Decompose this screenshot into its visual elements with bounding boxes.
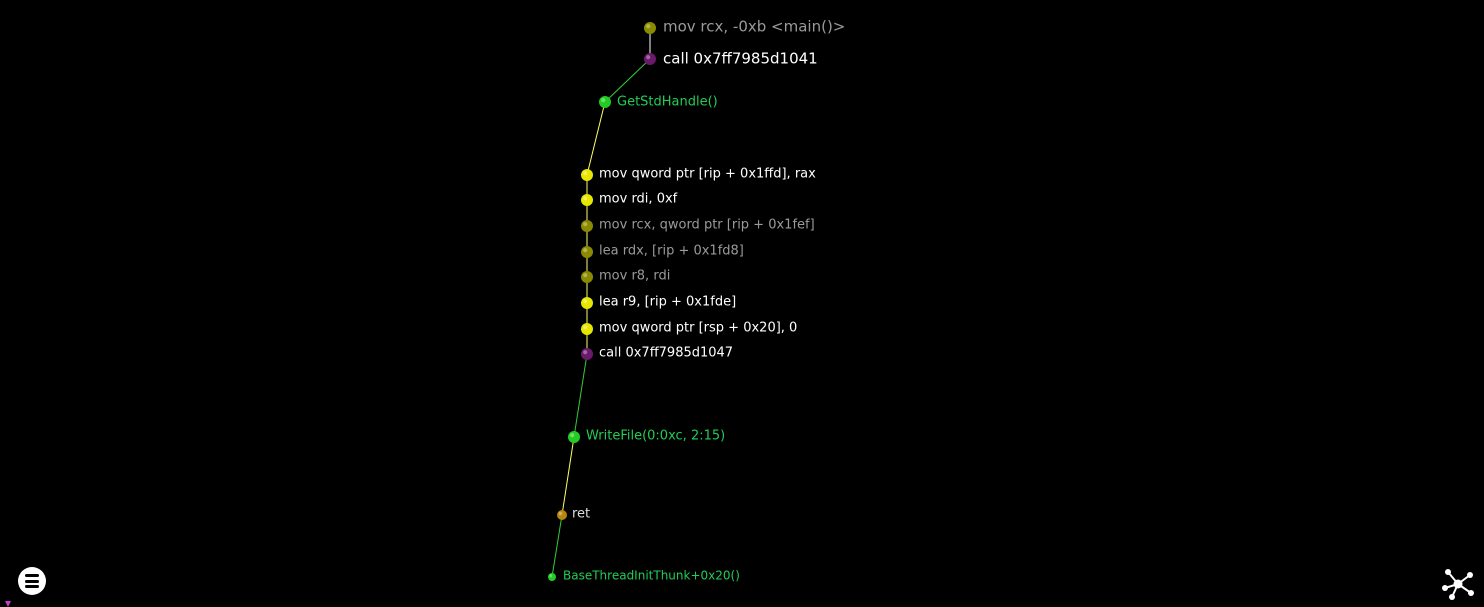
node-dot-highlight xyxy=(583,325,588,330)
node-label: call 0x7ff7985d1047 xyxy=(599,346,733,361)
node-label: WriteFile(0:0xc, 2:15) xyxy=(586,429,725,444)
node-dot-highlight xyxy=(583,171,588,176)
node-label: mov rcx, -0xb <main()> xyxy=(663,18,845,36)
node-dot[interactable] xyxy=(581,246,593,258)
graph-edge xyxy=(586,101,606,176)
node-label: BaseThreadInitThunk+0x20() xyxy=(563,569,740,583)
hamburger-menu-icon xyxy=(25,574,39,577)
node-dot-highlight xyxy=(646,55,651,60)
node-dot-highlight xyxy=(549,574,553,578)
node-dot[interactable] xyxy=(557,510,567,520)
node-dot[interactable] xyxy=(581,348,593,360)
node-label: mov r8, rdi xyxy=(599,269,670,284)
node-dot-highlight xyxy=(583,248,588,253)
graph-node[interactable]: GetStdHandle() xyxy=(599,95,718,110)
graph-node[interactable]: mov qword ptr [rsp + 0x20], 0 xyxy=(581,321,797,336)
menu-button[interactable] xyxy=(18,567,46,595)
graph-node[interactable]: WriteFile(0:0xc, 2:15) xyxy=(568,429,725,444)
graph-node[interactable]: call 0x7ff7985d1041 xyxy=(644,50,818,68)
node-dot-highlight xyxy=(570,433,575,438)
node-dot[interactable] xyxy=(581,194,593,206)
graph-node[interactable]: ret xyxy=(557,507,590,522)
node-label: mov qword ptr [rip + 0x1ffd], rax xyxy=(599,167,816,182)
node-dot[interactable] xyxy=(581,323,593,335)
graph-node[interactable]: lea rdx, [rip + 0x1fd8] xyxy=(581,244,744,259)
node-label: call 0x7ff7985d1041 xyxy=(663,50,818,68)
nodes-layer: mov rcx, -0xb <main()> call 0x7ff7985d104… xyxy=(548,18,845,583)
node-dot-highlight xyxy=(646,24,651,29)
graph-node[interactable]: mov r8, rdi xyxy=(581,269,670,284)
node-label: mov qword ptr [rsp + 0x20], 0 xyxy=(599,321,797,336)
graph-edge xyxy=(604,58,651,103)
node-dot[interactable] xyxy=(581,220,593,232)
node-dot-highlight xyxy=(583,222,588,227)
node-label: mov rdi, 0xf xyxy=(599,192,678,207)
graph-edge xyxy=(561,436,575,516)
node-label: mov rcx, qword ptr [rip + 0x1fef] xyxy=(599,218,815,233)
node-dot-highlight xyxy=(558,511,563,516)
node-dot-highlight xyxy=(583,273,588,278)
node-dot[interactable] xyxy=(568,431,580,443)
node-dot[interactable] xyxy=(644,22,656,34)
node-dot-highlight xyxy=(601,98,606,103)
node-dot[interactable] xyxy=(548,573,556,581)
graph-edge xyxy=(573,353,588,438)
node-dot[interactable] xyxy=(581,271,593,283)
graph-edge xyxy=(551,514,563,578)
node-label: ret xyxy=(572,507,590,522)
graph-node[interactable]: mov rdi, 0xf xyxy=(581,192,678,207)
node-label: lea rdx, [rip + 0x1fd8] xyxy=(599,244,744,259)
node-dot[interactable] xyxy=(644,53,656,65)
graph-node[interactable]: BaseThreadInitThunk+0x20() xyxy=(548,569,740,583)
node-dot[interactable] xyxy=(581,297,593,309)
graph-node[interactable]: mov rcx, -0xb <main()> xyxy=(644,18,845,36)
graph-node[interactable]: lea r9, [rip + 0x1fde] xyxy=(581,295,736,310)
node-label: lea r9, [rip + 0x1fde] xyxy=(599,295,736,310)
graph-node[interactable]: mov qword ptr [rip + 0x1ffd], rax xyxy=(581,167,816,182)
node-dot[interactable] xyxy=(599,96,611,108)
graph-node[interactable]: mov rcx, qword ptr [rip + 0x1fef] xyxy=(581,218,815,233)
graph-node[interactable]: call 0x7ff7985d1047 xyxy=(581,346,733,361)
node-dot[interactable] xyxy=(581,169,593,181)
node-label: GetStdHandle() xyxy=(617,95,718,110)
node-dot-highlight xyxy=(583,350,588,355)
network-graph-icon[interactable] xyxy=(1440,566,1476,602)
node-dot-highlight xyxy=(583,196,588,201)
origin-marker-icon xyxy=(5,601,11,607)
node-dot-highlight xyxy=(583,299,588,304)
